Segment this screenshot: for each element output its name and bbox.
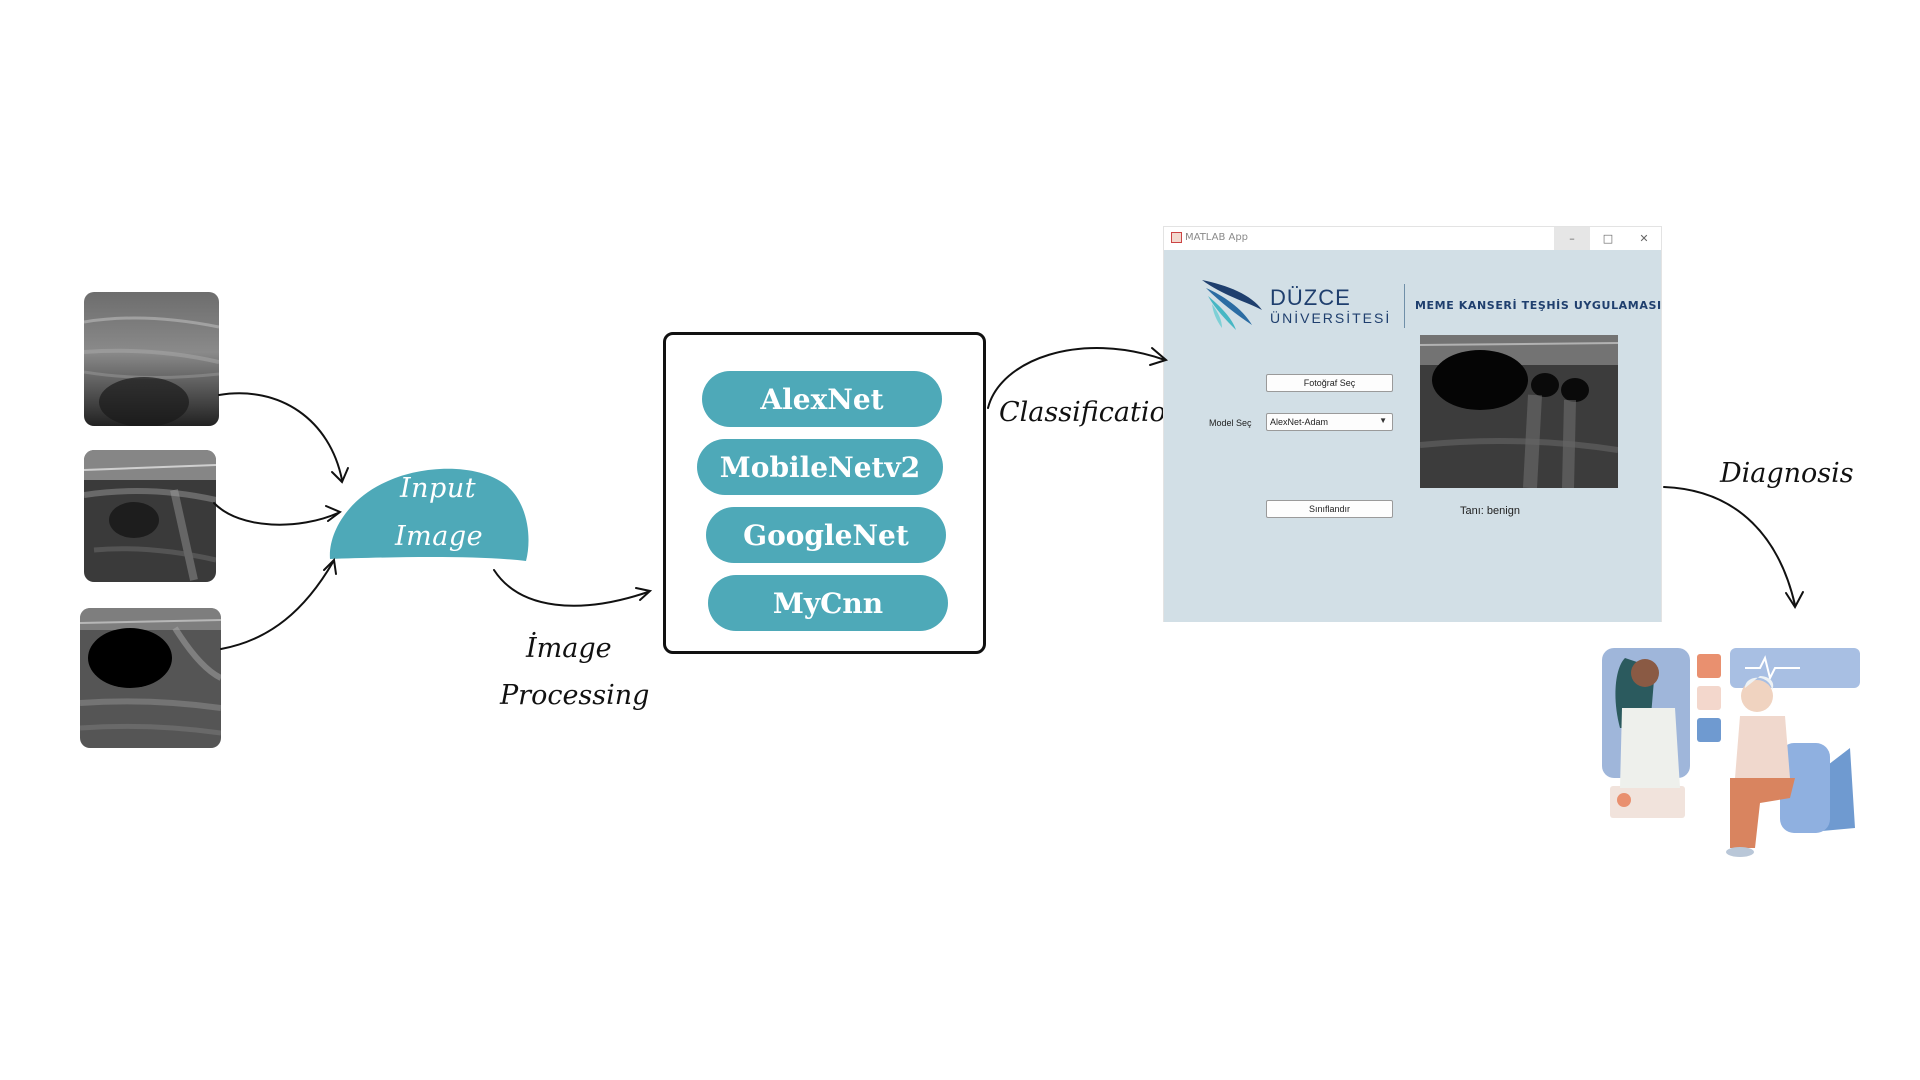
close-button[interactable]: ✕ <box>1639 232 1649 245</box>
diagnosis-label: Diagnosis <box>1720 458 1854 489</box>
arrow-thumb1-to-input <box>218 392 343 481</box>
app-titlebar: MATLAB App – □ ✕ <box>1164 227 1661 250</box>
model-dropdown[interactable]: AlexNet-Adam ▼ <box>1266 413 1393 431</box>
model-select-label: Model Seç <box>1209 418 1252 428</box>
maximize-button[interactable]: □ <box>1602 232 1614 245</box>
university-name-line2: ÜNİVERSİTESİ <box>1270 310 1392 326</box>
model-alexnet: AlexNet <box>702 371 942 427</box>
app-body: DÜZCE ÜNİVERSİTESİ MEME KANSERİ TEŞHİS U… <box>1164 250 1661 622</box>
logo-divider <box>1404 284 1405 328</box>
minimize-button[interactable]: – <box>1554 227 1590 250</box>
input-image-label-line1: Input <box>400 473 477 504</box>
ultrasound-thumbnail-1 <box>84 292 219 426</box>
arrow-app-to-diagnosis <box>1663 486 1796 606</box>
model-mobilenetv2: MobileNetv2 <box>697 439 943 495</box>
model-googlenet: GoogleNet <box>706 507 946 563</box>
classification-label: Classification <box>999 397 1184 428</box>
model-container: AlexNet MobileNetv2 GoogleNet MyCnn <box>663 332 986 654</box>
matlab-app-window: MATLAB App – □ ✕ DÜZCE ÜNİVERSİTESİ MEME… <box>1163 226 1662 622</box>
app-window-title: MATLAB App <box>1185 232 1249 243</box>
image-processing-label-line1: İmage <box>526 633 612 664</box>
university-logo-icon <box>1202 280 1262 330</box>
input-image-node: Input Image <box>328 463 531 563</box>
arrow-input-to-models <box>493 569 649 607</box>
model-mycnn: MyCnn <box>708 575 948 631</box>
input-image-label-line2: Image <box>395 521 484 552</box>
doctor-patient-illustration <box>1602 648 1860 857</box>
arrow-thumb2-to-input <box>213 502 339 526</box>
matlab-app-icon <box>1171 232 1182 243</box>
classify-button[interactable]: Sınıflandır <box>1266 500 1393 518</box>
select-photo-button[interactable]: Fotoğraf Seç <box>1266 374 1393 392</box>
ultrasound-preview-image <box>1420 335 1618 488</box>
app-heading: MEME KANSERİ TEŞHİS UYGULAMASI <box>1415 299 1662 312</box>
input-image-shape <box>329 468 529 561</box>
diagnosis-result-text: Tanı: benign <box>1460 505 1520 517</box>
chevron-down-icon: ▼ <box>1379 416 1387 425</box>
ultrasound-thumbnail-2 <box>84 450 216 582</box>
arrow-thumb3-to-input <box>220 561 334 650</box>
ultrasound-thumbnail-3 <box>80 608 221 748</box>
university-name-line1: DÜZCE <box>1270 285 1351 310</box>
image-processing-label-line2: Processing <box>500 680 650 711</box>
model-dropdown-value: AlexNet-Adam <box>1270 417 1329 427</box>
